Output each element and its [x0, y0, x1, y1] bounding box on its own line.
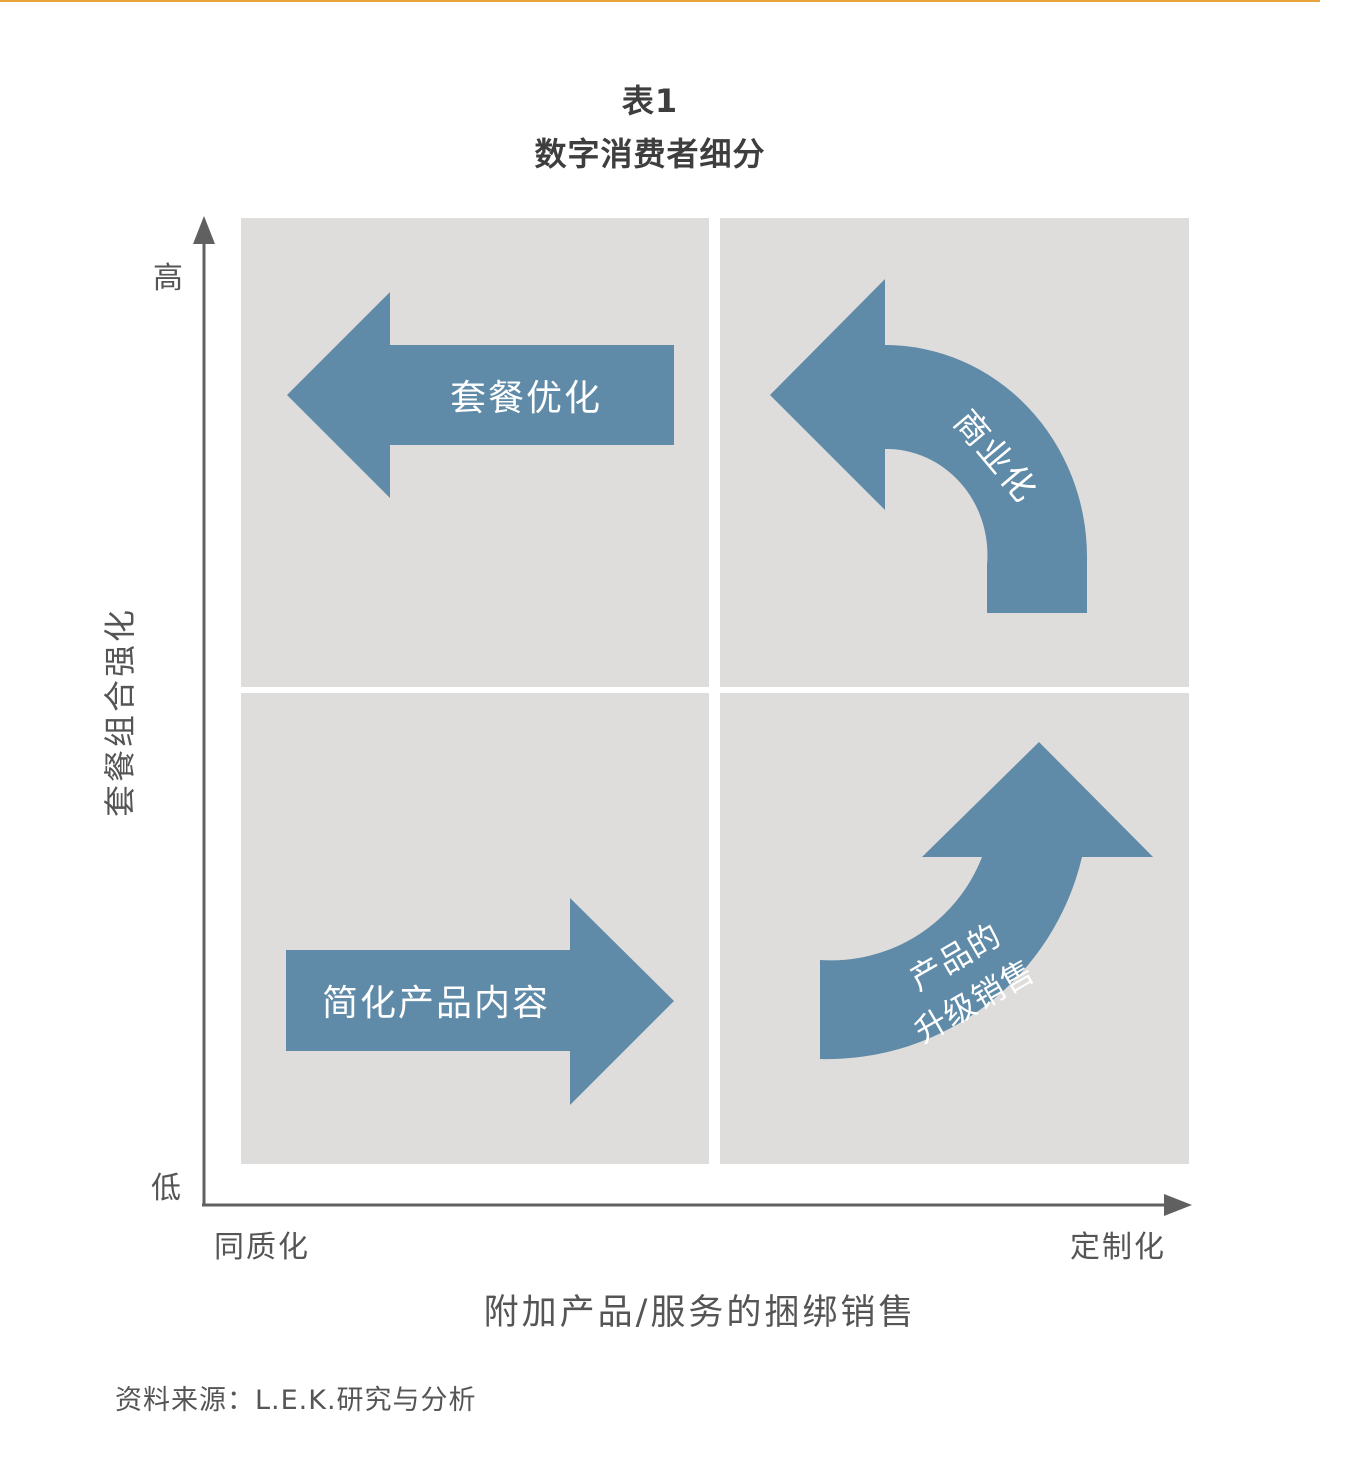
- y-axis-low-label: 低: [151, 1171, 181, 1206]
- figure-number: 表1: [621, 82, 679, 120]
- x-axis-title: 附加产品/服务的捆绑销售: [484, 1293, 917, 1333]
- y-axis-high-label: 高: [153, 261, 183, 296]
- top-accent-rule: [0, 0, 1320, 2]
- right-arrow: [286, 898, 674, 1105]
- label-simplify-product: 简化产品内容: [322, 983, 550, 1024]
- figure-title: 数字消费者细分: [534, 135, 766, 173]
- quadrant-bottom-left: [241, 693, 709, 1164]
- x-axis-arrowhead: [1164, 1194, 1192, 1216]
- x-axis-left-label: 同质化: [214, 1230, 310, 1265]
- left-arrow: [287, 292, 674, 498]
- x-axis-right-label: 定制化: [1070, 1230, 1166, 1265]
- quadrant-top-left: [241, 218, 709, 687]
- label-package-optimization: 套餐优化: [450, 378, 602, 419]
- curved-arrow-commercialization: [770, 279, 1087, 613]
- y-axis-title: 套餐组合强化: [101, 607, 139, 817]
- source-note: 资料来源：L.E.K.研究与分析: [115, 1385, 477, 1416]
- curved-arrow-upsell: [820, 742, 1153, 1060]
- y-axis-arrowhead: [193, 216, 215, 244]
